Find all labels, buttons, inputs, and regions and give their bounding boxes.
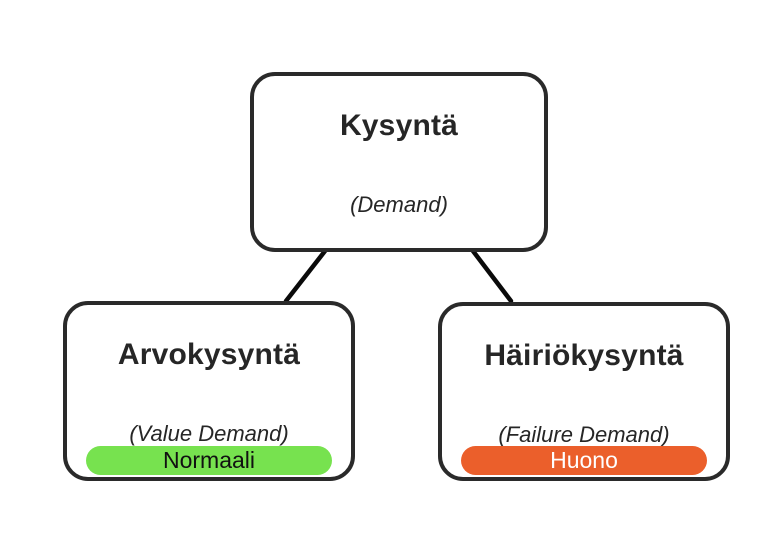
connector-root-to-left <box>283 248 328 304</box>
node-title: Häiriökysyntä <box>484 339 684 372</box>
status-badge-normaali: Normaali <box>86 446 332 475</box>
connector-root-to-right <box>470 248 514 304</box>
node-hairiokysynta: Häiriökysyntä (Failure Demand) Huono <box>438 302 730 481</box>
node-kysynta: Kysyntä (Demand) <box>250 72 548 252</box>
node-title: Arvokysyntä <box>117 338 301 371</box>
node-title: Kysyntä <box>339 109 459 142</box>
node-arvokysynta: Arvokysyntä (Value Demand) Normaali <box>63 301 355 481</box>
node-subtitle: (Value Demand) <box>129 421 289 446</box>
status-badge-huono: Huono <box>461 446 707 475</box>
node-subtitle: (Failure Demand) <box>498 422 670 447</box>
node-subtitle: (Demand) <box>350 192 448 217</box>
